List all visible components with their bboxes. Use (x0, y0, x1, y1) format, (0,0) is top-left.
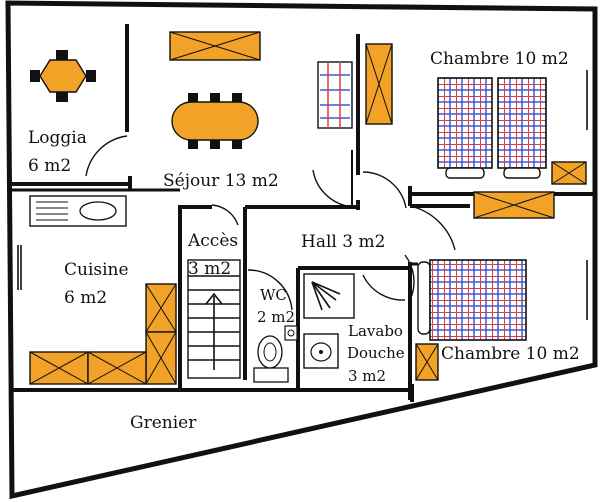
sejour-door (312, 169, 358, 208)
label-cuisine-area: 6 m2 (64, 288, 107, 308)
chambre-bottom-door (404, 254, 415, 301)
room-labels: Loggia 6 m2 Séjour 13 m2 Chambre 10 m2 C… (28, 49, 580, 433)
windows (7, 48, 588, 320)
chambre-bottom-wardrobe (415, 343, 439, 381)
chambre-top-door (362, 171, 407, 209)
label-wc-area: 2 m2 (257, 308, 295, 326)
label-cuisine-name: Cuisine (64, 260, 129, 280)
sejour-table (171, 93, 259, 149)
label-chambre-top: Chambre 10 m2 (430, 49, 569, 69)
outer-walls (5, 0, 598, 500)
label-douche: Douche (347, 344, 405, 362)
label-loggia-name: Loggia (28, 128, 87, 148)
loggia-table (30, 50, 96, 102)
label-acces-name: Accès (187, 231, 238, 251)
chambre-bottom-bed (417, 259, 527, 341)
stair-door (211, 204, 239, 226)
label-acces-area: 3 m2 (188, 259, 231, 279)
label-hall: Hall 3 m2 (301, 232, 385, 252)
bath-door (362, 274, 406, 301)
label-sejour: Séjour 13 m2 (163, 171, 279, 191)
shower (303, 273, 355, 319)
sejour-cabinet (169, 31, 261, 61)
loggia-door (85, 135, 128, 177)
label-bath-area: 3 m2 (348, 367, 386, 385)
doors (85, 135, 456, 311)
chambre-top-beds (437, 77, 547, 179)
lavabo-sink (303, 333, 339, 369)
staircase (187, 259, 241, 379)
kitchen-cabinets (29, 283, 177, 385)
label-lavabo: Lavabo (348, 322, 403, 340)
wc-door (247, 269, 293, 311)
chambre-top-wardrobe (365, 43, 393, 125)
label-grenier: Grenier (130, 413, 197, 433)
chambre-bottom-cabinet-top (473, 191, 555, 219)
hall-chambre-door (409, 205, 456, 251)
sejour-radiator (317, 61, 353, 129)
kitchen-sink (29, 195, 127, 227)
label-wc-name: WC (260, 286, 287, 304)
label-chambre-bottom: Chambre 10 m2 (441, 344, 580, 364)
label-loggia-area: 6 m2 (28, 156, 71, 176)
chambre-top-nightstand (551, 161, 587, 185)
wc-toilet (253, 325, 298, 383)
